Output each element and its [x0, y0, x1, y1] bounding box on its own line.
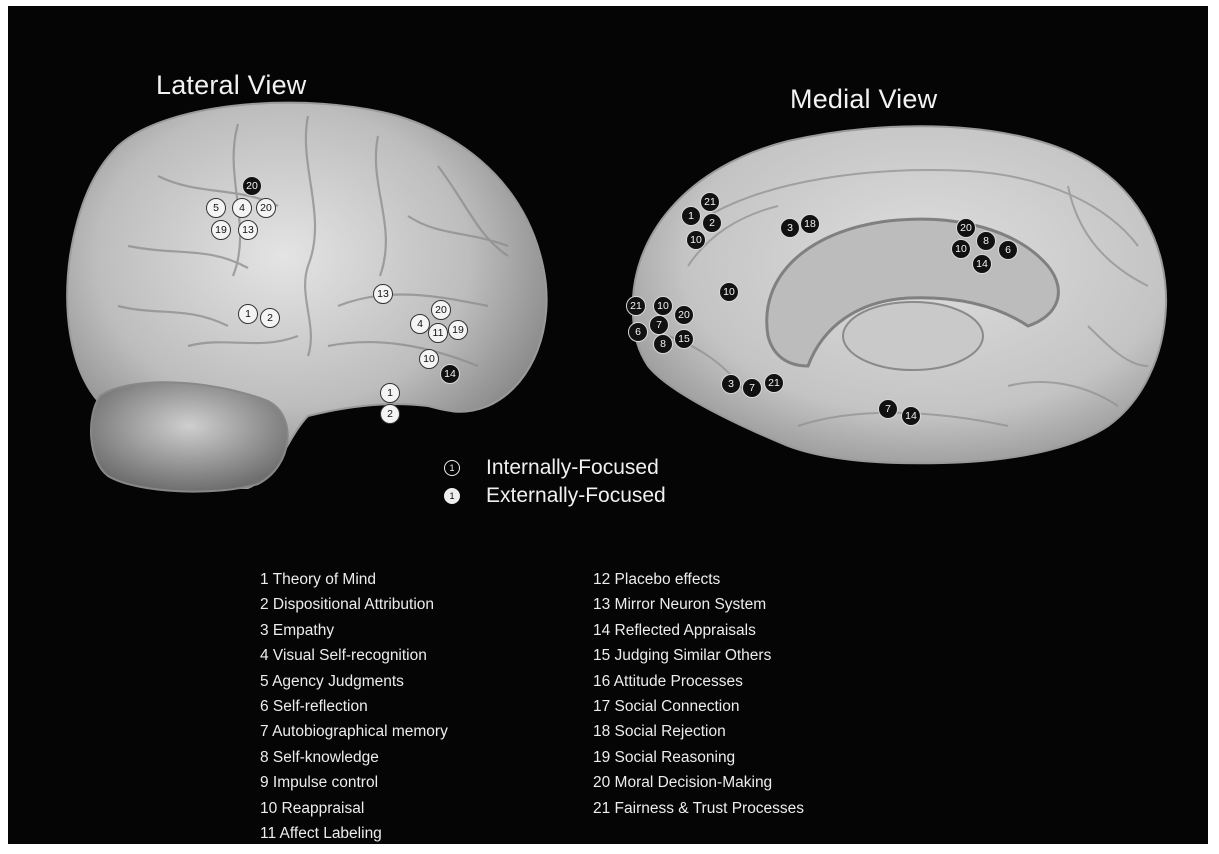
process-item: 19 Social Reasoning [593, 745, 804, 770]
marker-lateral-15: 1 [380, 383, 400, 403]
process-item: 9 Impulse control [260, 770, 448, 795]
marker-medial-6: 20 [956, 218, 976, 238]
marker-medial-10: 14 [972, 254, 992, 274]
marker-lateral-12: 19 [448, 320, 468, 340]
marker-medial-4: 3 [780, 218, 800, 238]
marker-medial-20: 7 [742, 378, 762, 398]
marker-lateral-9: 20 [431, 300, 451, 320]
marker-medial-13: 10 [653, 296, 673, 316]
process-item: 20 Moral Decision-Making [593, 770, 804, 795]
process-item: 5 Agency Judgments [260, 669, 448, 694]
marker-medial-16: 6 [628, 322, 648, 342]
marker-lateral-16: 2 [380, 404, 400, 424]
marker-lateral-14: 14 [440, 364, 460, 384]
process-item: 12 Placebo effects [593, 567, 804, 592]
marker-medial-5: 18 [800, 214, 820, 234]
marker-medial-17: 8 [653, 334, 673, 354]
marker-medial-18: 15 [674, 329, 694, 349]
medial-brain [633, 126, 1166, 463]
process-item: 21 Fairness & Trust Processes [593, 796, 804, 821]
marker-lateral-13: 10 [419, 349, 439, 369]
marker-lateral-4: 19 [211, 220, 231, 240]
marker-medial-14: 20 [674, 305, 694, 325]
marker-lateral-11: 11 [428, 323, 448, 343]
process-item: 4 Visual Self-recognition [260, 643, 448, 668]
marker-medial-7: 10 [951, 239, 971, 259]
lateral-brain [67, 103, 546, 492]
process-list-right: 12 Placebo effects 13 Mirror Neuron Syst… [593, 567, 804, 821]
medial-view-title: Medial View [790, 84, 937, 115]
marker-lateral-0: 20 [242, 176, 262, 196]
cerebellum [91, 382, 288, 491]
process-item: 17 Social Connection [593, 694, 804, 719]
process-item: 13 Mirror Neuron System [593, 592, 804, 617]
marker-medial-1: 1 [681, 206, 701, 226]
legend-external-label: Externally-Focused [486, 484, 666, 508]
process-item: 6 Self-reflection [260, 694, 448, 719]
marker-lateral-3: 20 [256, 198, 276, 218]
marker-medial-15: 7 [649, 315, 669, 335]
internal-circle-icon: 1 [444, 460, 460, 476]
thalamus [843, 302, 983, 370]
legend-internal-label: Internally-Focused [486, 456, 659, 480]
marker-lateral-7: 2 [260, 308, 280, 328]
process-item: 11 Affect Labeling [260, 821, 448, 844]
marker-lateral-10: 4 [410, 314, 430, 334]
marker-lateral-5: 13 [238, 220, 258, 240]
legend-internal: 1 Internally-Focused [444, 454, 666, 482]
process-item: 14 Reflected Appraisals [593, 618, 804, 643]
marker-lateral-8: 13 [373, 284, 393, 304]
process-item: 2 Dispositional Attribution [260, 592, 448, 617]
process-item: 15 Judging Similar Others [593, 643, 804, 668]
figure-canvas: Lateral View Medial View 20 5 4 20 19 13… [8, 6, 1208, 844]
legend-external: 1 Externally-Focused [444, 482, 666, 510]
marker-medial-8: 8 [976, 231, 996, 251]
process-item: 10 Reappraisal [260, 796, 448, 821]
process-item: 3 Empathy [260, 618, 448, 643]
marker-medial-0: 21 [700, 192, 720, 212]
marker-medial-3: 10 [686, 230, 706, 250]
process-item: 8 Self-knowledge [260, 745, 448, 770]
marker-medial-22: 7 [878, 399, 898, 419]
marker-medial-12: 21 [626, 296, 646, 316]
marker-lateral-1: 5 [206, 198, 226, 218]
marker-medial-11: 10 [719, 282, 739, 302]
marker-medial-19: 3 [721, 374, 741, 394]
process-list-left: 1 Theory of Mind 2 Dispositional Attribu… [260, 567, 448, 844]
process-item: 1 Theory of Mind [260, 567, 448, 592]
marker-lateral-6: 1 [238, 304, 258, 324]
external-circle-icon: 1 [444, 488, 460, 504]
marker-medial-23: 14 [901, 406, 921, 426]
marker-medial-9: 6 [998, 240, 1018, 260]
marker-medial-21: 21 [764, 373, 784, 393]
marker-medial-2: 2 [702, 213, 722, 233]
process-item: 18 Social Rejection [593, 719, 804, 744]
process-item: 7 Autobiographical memory [260, 719, 448, 744]
legend: 1 Internally-Focused 1 Externally-Focuse… [444, 454, 666, 510]
lateral-view-title: Lateral View [156, 70, 307, 101]
marker-lateral-2: 4 [232, 198, 252, 218]
process-item: 16 Attitude Processes [593, 669, 804, 694]
